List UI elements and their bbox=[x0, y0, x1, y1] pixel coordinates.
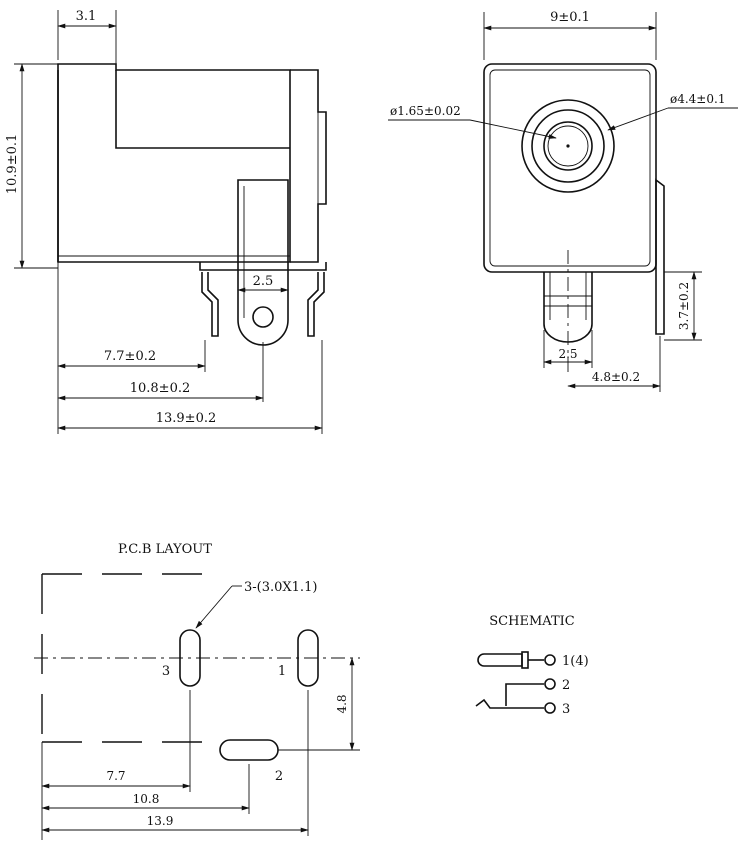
front-dim-pin-gap-label: 2.5 bbox=[558, 347, 577, 361]
dim-a-label: 7.7±0.2 bbox=[104, 349, 156, 364]
schematic-pin-1: 1(4) bbox=[562, 654, 589, 669]
dim-pin-height-label: 3.7±0.2 bbox=[677, 282, 691, 330]
pcb-layout: P.C.B LAYOUT 3 1 2 3-(3.0X1.1) 4.8 7.7 1… bbox=[34, 542, 360, 840]
front-side-tab bbox=[655, 178, 665, 335]
pcb-dim-b-label: 10.8 bbox=[133, 792, 160, 806]
terminal-1 bbox=[544, 654, 556, 666]
dim-width-label: 9±0.1 bbox=[550, 10, 590, 25]
front-body bbox=[483, 63, 657, 273]
dim-top-label: 3.1 bbox=[76, 9, 97, 24]
side-right-pin bbox=[307, 272, 325, 337]
dim-outer-label: ø4.4±0.1 bbox=[670, 92, 725, 106]
pad-1-label: 1 bbox=[278, 664, 286, 679]
pad-3-label: 3 bbox=[162, 664, 170, 679]
schematic: SCHEMATIC 1(4) 2 3 bbox=[475, 614, 589, 717]
dim-inner-label: ø1.65±0.02 bbox=[390, 104, 461, 118]
side-center-pin bbox=[237, 179, 289, 346]
dim-offset-label: 4.8±0.2 bbox=[592, 370, 640, 384]
terminal-2 bbox=[544, 678, 556, 690]
socket-outer bbox=[521, 99, 615, 193]
terminal-3 bbox=[544, 702, 556, 714]
dim-b-label: 10.8±0.2 bbox=[130, 381, 191, 396]
side-step-outline bbox=[115, 70, 290, 149]
side-flange bbox=[290, 69, 327, 263]
contact-line bbox=[475, 698, 544, 709]
schematic-pin-3: 3 bbox=[562, 702, 570, 717]
dim-c-label: 13.9±0.2 bbox=[156, 411, 217, 426]
pad-1 bbox=[297, 629, 319, 687]
pad-2-label: 2 bbox=[275, 769, 283, 784]
front-view: 9±0.1 ø1.65±0.02 ø4.4±0.1 3.7±0.2 2.5 4.… bbox=[388, 10, 738, 392]
pcb-dim-c-label: 13.9 bbox=[147, 814, 174, 828]
side-view: 3.1 10.9±0.1 2.5 7.7±0.2 10.8±0.2 13.9±0… bbox=[5, 9, 327, 434]
pad-2 bbox=[219, 739, 279, 761]
plug-symbol bbox=[477, 653, 523, 667]
pcb-dim-a-label: 7.7 bbox=[106, 769, 125, 783]
pad-3 bbox=[179, 629, 201, 687]
pin-hole bbox=[252, 306, 274, 328]
pad-note: 3-(3.0X1.1) bbox=[244, 580, 317, 595]
schematic-title: SCHEMATIC bbox=[489, 614, 574, 629]
pcb-dim-vertical-label: 4.8 bbox=[335, 694, 349, 713]
dim-pin-gap-label: 2.5 bbox=[253, 274, 274, 289]
side-body-outline bbox=[57, 63, 291, 263]
side-left-pin bbox=[201, 272, 219, 337]
socket-inner bbox=[543, 121, 593, 171]
dim-height-label: 10.9±0.1 bbox=[5, 134, 20, 195]
pcb-title: P.C.B LAYOUT bbox=[118, 542, 212, 557]
switch-line bbox=[505, 683, 544, 706]
schematic-pin-2: 2 bbox=[562, 678, 570, 693]
